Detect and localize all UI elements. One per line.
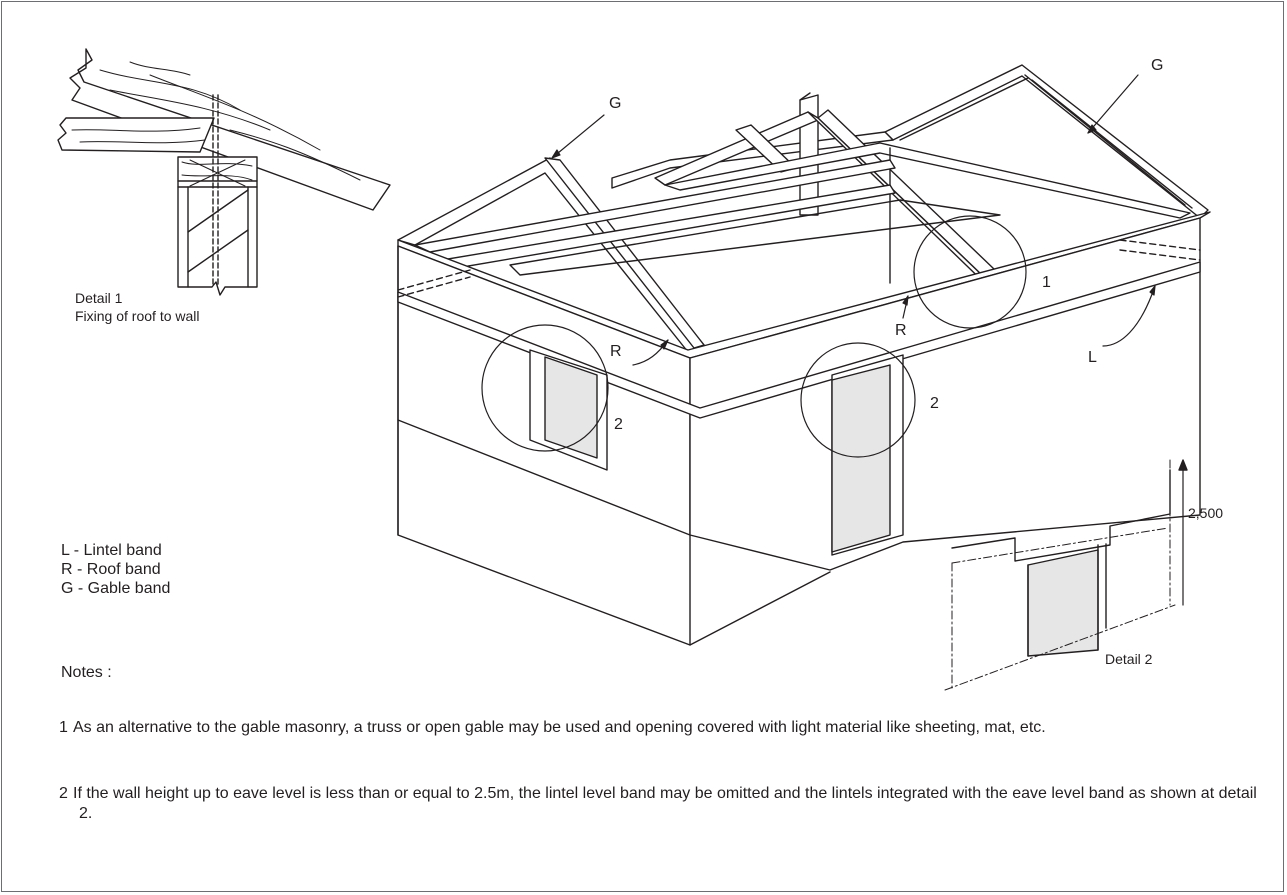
legend-item: G - Gable band: [61, 580, 171, 597]
roof-band-label-left: R: [610, 343, 622, 360]
detail-1-title: Detail 1: [75, 290, 123, 306]
detail-2-marker-right: 2: [930, 395, 939, 412]
detail-2-marker-left: 2: [614, 416, 623, 433]
roof-band-label-right: R: [895, 322, 907, 339]
gable-band-label-right: G: [1151, 57, 1164, 74]
legend-item: R - Roof band: [61, 561, 161, 578]
detail-2-drawing: [944, 459, 1188, 691]
legend-item: L - Lintel band: [61, 542, 162, 559]
detail-1-marker: 1: [1042, 274, 1051, 291]
lintel-band-label: L: [1088, 349, 1097, 366]
detail-1-drawing: [57, 48, 391, 296]
note-item: 2 If the wall height up to eave level is…: [59, 784, 1259, 824]
label-leaders: [551, 74, 1156, 366]
house-isometric: [397, 64, 1211, 646]
band-legend: L - Lintel band R - Roof band G - Gable …: [61, 541, 170, 598]
detail-2-title: Detail 2: [1105, 651, 1153, 667]
note-number: 2: [59, 785, 68, 802]
detail-1-caption: Detail 1 Fixing of roof to wall: [75, 289, 200, 325]
note-text: As an alternative to the gable masonry, …: [73, 719, 1046, 736]
detail-1-subtitle: Fixing of roof to wall: [75, 308, 200, 324]
gable-band-label-left: G: [609, 95, 622, 112]
note-number: 1: [59, 719, 68, 736]
note-text: If the wall height up to eave level is l…: [73, 785, 1257, 822]
notes-title: Notes :: [61, 664, 112, 681]
note-item: 1 As an alternative to the gable masonry…: [59, 718, 1259, 738]
height-dimension-label: 2,500: [1188, 505, 1224, 521]
